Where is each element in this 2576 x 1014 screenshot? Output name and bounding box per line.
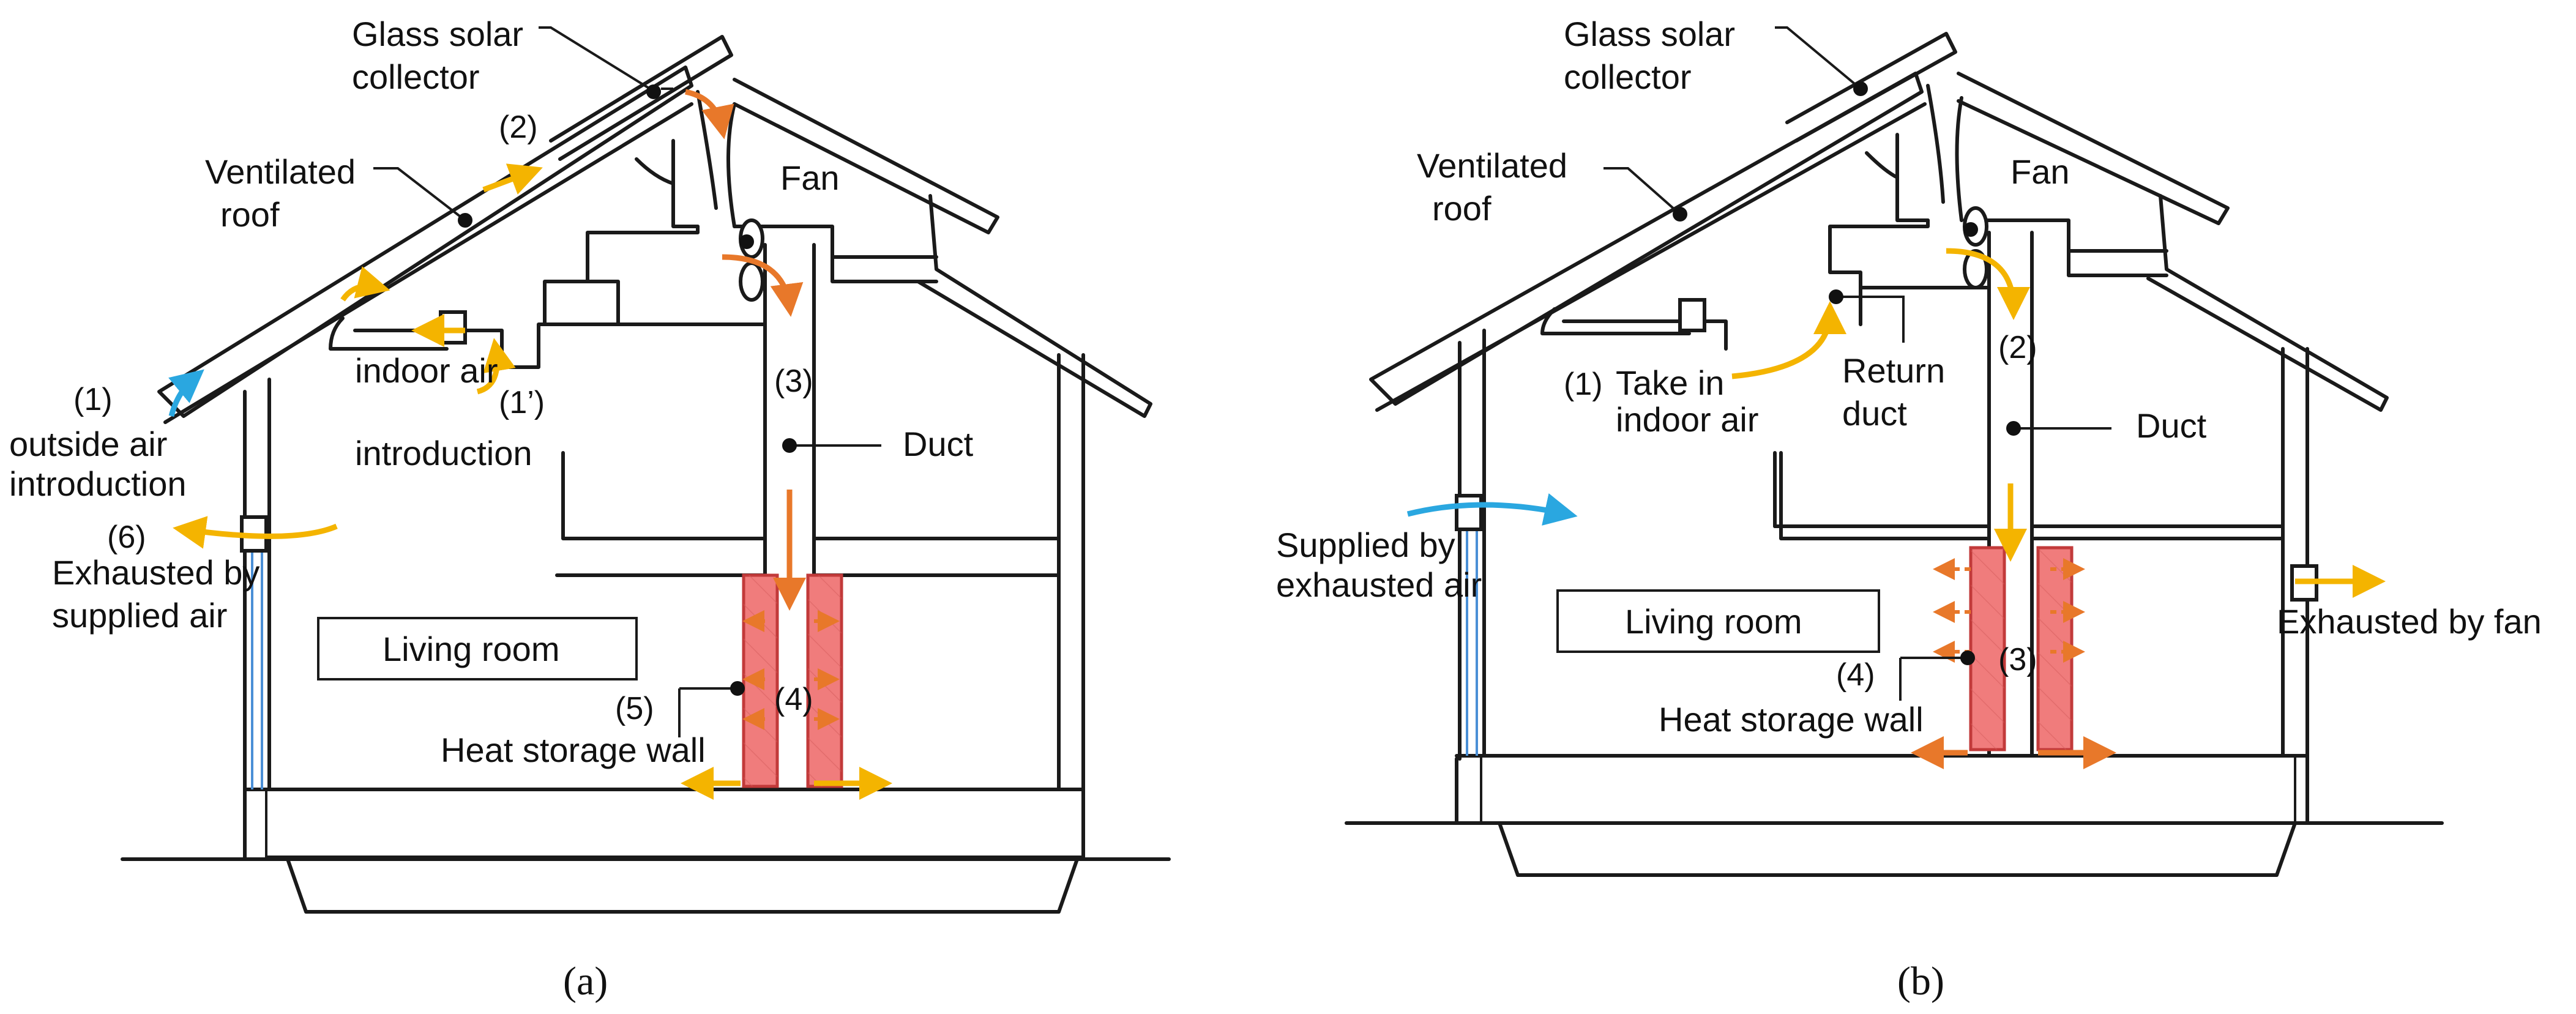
panel-a: Glass solar collector Ventilated roof (2…: [9, 15, 1171, 1004]
foundation-a: [243, 794, 1085, 914]
label-heat-storage-wall-a: Heat storage wall: [441, 731, 706, 769]
label-duct-a: Duct: [903, 425, 974, 463]
caption-b: (b): [1897, 959, 1944, 1004]
num-a-1: (1): [73, 382, 113, 417]
num-b-4: (4): [1836, 657, 1875, 693]
label-indoor-air-a-2: introduction: [355, 434, 532, 472]
num-a-2: (2): [499, 110, 538, 145]
intake-damper-b: [1678, 298, 1706, 332]
label-heat-storage-wall-b: Heat storage wall: [1659, 700, 1924, 739]
label-living-room-b: Living room: [1625, 602, 1802, 641]
label-glass-collector-a-2: collector: [352, 58, 480, 96]
num-a-6: (6): [107, 520, 146, 555]
label-fan-b: Fan: [2010, 152, 2070, 191]
label-glass-collector-b-2: collector: [1564, 58, 1692, 96]
label-glass-collector-a-1: Glass solar: [352, 15, 523, 53]
panel-b: Glass solar collector Ventilated roof Fa…: [1276, 15, 2542, 1004]
label-supplied-b-2: exhausted air: [1276, 565, 1482, 604]
foundation-b: [1455, 757, 2309, 877]
glass-collector-a: [549, 35, 733, 161]
glass-collector-b: [1785, 32, 1957, 143]
living-room-box-b: [1556, 589, 1880, 653]
label-ventilated-roof-b-1: Ventilated: [1417, 146, 1567, 185]
num-a-4: (4): [774, 682, 813, 717]
floor-slab-a: [265, 788, 1085, 858]
label-supplied-b-1: Supplied by: [1276, 526, 1455, 564]
num-a-5: (5): [615, 691, 654, 726]
label-exhausted-a-1: Exhausted by: [52, 553, 259, 592]
label-take-in-b-1: Take in: [1616, 363, 1724, 402]
ventilated-roof-b: [1369, 72, 1924, 406]
num-a-3: (3): [774, 363, 813, 399]
label-return-duct-b-2: duct: [1842, 394, 1907, 433]
supply-damper-b: [1455, 494, 1483, 531]
label-living-room-a: Living room: [383, 630, 559, 668]
label-outside-air-a-2: introduction: [9, 464, 187, 503]
num-b-2: (2): [1998, 330, 2037, 365]
label-exhausted-fan-b: Exhausted by fan: [2277, 602, 2542, 641]
num-a-1p: (1’): [499, 385, 545, 420]
outside-air-arrow-a: [168, 369, 204, 417]
caption-a: (a): [563, 959, 608, 1004]
label-return-duct-b-1: Return: [1842, 351, 1945, 390]
living-room-box-a: [317, 617, 638, 680]
label-take-in-b-2: indoor air: [1616, 400, 1758, 439]
label-outside-air-a-1: outside air: [9, 425, 167, 463]
label-ventilated-roof-b-2: roof: [1432, 189, 1491, 228]
label-glass-collector-b-1: Glass solar: [1564, 15, 1735, 53]
intake-damper-a: [439, 310, 467, 345]
exhaust-arrow-a: [173, 516, 338, 549]
label-indoor-air-a-1: indoor air: [355, 351, 498, 390]
right-roof-a: [733, 78, 999, 234]
return-duct-b: [1859, 286, 1991, 326]
label-exhausted-a-2: supplied air: [52, 596, 227, 635]
supply-arrow-b: [1406, 493, 1578, 526]
num-b-3: (3): [1998, 642, 2037, 677]
right-roof-b: [1957, 72, 2230, 225]
label-ventilated-roof-a-2: roof: [220, 195, 280, 234]
label-duct-b: Duct: [2136, 406, 2207, 445]
label-ventilated-roof-a-1: Ventilated: [205, 152, 356, 191]
floor-slab-b: [1480, 755, 2296, 824]
num-b-1: (1): [1564, 367, 1603, 402]
label-fan-a: Fan: [780, 158, 840, 197]
